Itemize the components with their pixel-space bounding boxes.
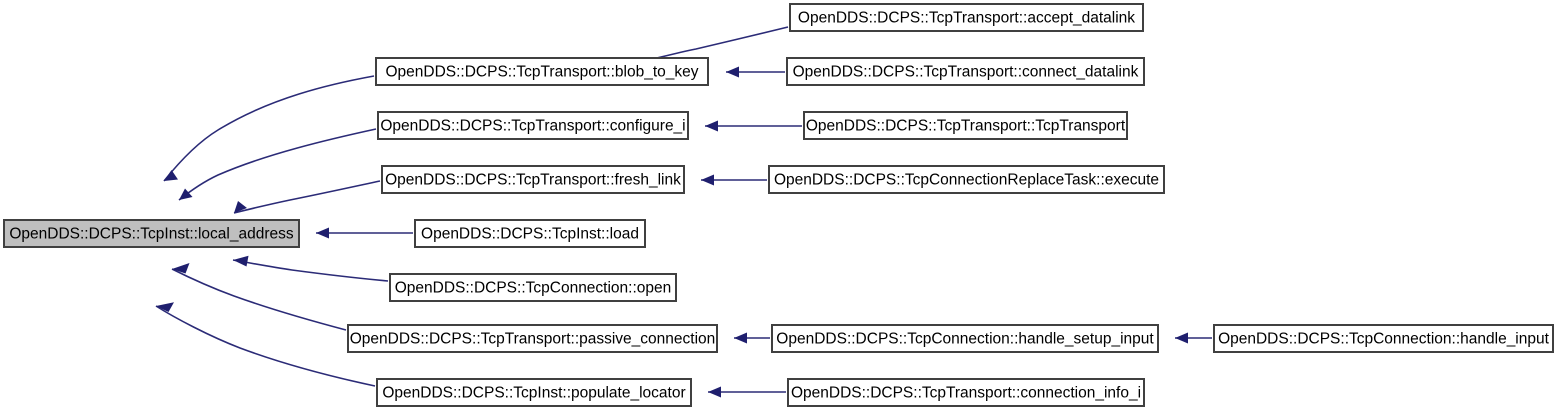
arrowhead-icon xyxy=(726,66,739,78)
call-edge xyxy=(734,332,770,344)
edge-line xyxy=(163,75,375,182)
node-box[interactable] xyxy=(375,57,709,86)
node-label: OpenDDS::DCPS::TcpTransport::connection_… xyxy=(791,385,1141,402)
arrowhead-icon xyxy=(164,170,178,181)
node-label: OpenDDS::DCPS::TcpTransport::fresh_link xyxy=(385,172,681,189)
node-box[interactable] xyxy=(389,273,677,302)
node-box[interactable] xyxy=(787,378,1145,407)
node-label: OpenDDS::DCPS::TcpInst::populate_locator xyxy=(382,385,685,402)
caller-node-open[interactable]: OpenDDS::DCPS::TcpConnection::open xyxy=(389,273,677,302)
arrowhead-icon xyxy=(179,188,193,200)
call-edge xyxy=(726,66,785,78)
arrowhead-icon xyxy=(172,263,190,274)
arrowhead-icon xyxy=(156,302,174,312)
caller-node-load[interactable]: OpenDDS::DCPS::TcpInst::load xyxy=(414,219,646,248)
arrowhead-icon xyxy=(1175,332,1188,344)
node-label: OpenDDS::DCPS::TcpTransport::blob_to_key xyxy=(385,64,698,81)
node-box[interactable] xyxy=(786,57,1145,86)
edge-line xyxy=(178,128,377,201)
caller-node-handle_input[interactable]: OpenDDS::DCPS::TcpConnection::handle_inp… xyxy=(1213,324,1554,353)
node-box[interactable] xyxy=(376,378,692,407)
call-edge xyxy=(232,255,389,282)
focus-node-local_address[interactable]: OpenDDS::DCPS::TcpInst::local_address xyxy=(3,219,300,248)
call-edge xyxy=(233,180,381,214)
call-edge xyxy=(316,227,413,239)
node-box[interactable] xyxy=(768,165,1165,194)
caller-node-blob_to_key[interactable]: OpenDDS::DCPS::TcpTransport::blob_to_key xyxy=(375,57,709,86)
caller-node-populate_locator[interactable]: OpenDDS::DCPS::TcpInst::populate_locator xyxy=(376,378,692,407)
node-box[interactable] xyxy=(377,111,689,140)
edge-layer xyxy=(155,26,1212,398)
call-edge xyxy=(705,120,802,132)
arrowhead-icon xyxy=(705,120,718,132)
node-label: OpenDDS::DCPS::TcpTransport::accept_data… xyxy=(798,10,1135,27)
node-box[interactable] xyxy=(771,324,1159,353)
node-box[interactable] xyxy=(789,3,1144,32)
edge-line xyxy=(155,305,376,387)
caller-node-connect_datalink[interactable]: OpenDDS::DCPS::TcpTransport::connect_dat… xyxy=(786,57,1145,86)
node-label: OpenDDS::DCPS::TcpConnection::handle_set… xyxy=(776,331,1154,348)
node-label: OpenDDS::DCPS::TcpConnection::open xyxy=(395,280,672,297)
call-edge xyxy=(1175,332,1212,344)
node-label: OpenDDS::DCPS::TcpInst::load xyxy=(421,226,639,243)
arrowhead-icon xyxy=(701,174,714,186)
node-box[interactable] xyxy=(3,219,300,248)
node-box[interactable] xyxy=(347,324,718,353)
arrowhead-icon xyxy=(234,201,247,213)
node-label: OpenDDS::DCPS::TcpConnection::handle_inp… xyxy=(1218,331,1550,348)
call-edge xyxy=(701,174,767,186)
node-box[interactable] xyxy=(414,219,646,248)
arrowhead-icon xyxy=(233,255,249,267)
caller-node-accept_datalink[interactable]: OpenDDS::DCPS::TcpTransport::accept_data… xyxy=(789,3,1144,32)
call-edge xyxy=(171,263,347,331)
node-box[interactable] xyxy=(1213,324,1554,353)
call-edge xyxy=(155,302,376,387)
caller-node-fresh_link[interactable]: OpenDDS::DCPS::TcpTransport::fresh_link xyxy=(381,165,685,194)
call-edge xyxy=(708,386,786,398)
edge-line xyxy=(171,268,347,331)
node-label: OpenDDS::DCPS::TcpTransport::passive_con… xyxy=(350,331,716,348)
node-label: OpenDDS::DCPS::TcpTransport::connect_dat… xyxy=(793,64,1139,81)
caller-node-TcpTransport[interactable]: OpenDDS::DCPS::TcpTransport::TcpTranspor… xyxy=(803,111,1128,140)
arrowhead-icon xyxy=(316,227,329,239)
caller-node-execute[interactable]: OpenDDS::DCPS::TcpConnectionReplaceTask:… xyxy=(768,165,1165,194)
arrowhead-icon xyxy=(708,386,721,398)
edge-line xyxy=(233,180,381,214)
node-layer: OpenDDS::DCPS::TcpInst::local_addressOpe… xyxy=(3,3,1554,407)
caller-node-connection_info_i[interactable]: OpenDDS::DCPS::TcpTransport::connection_… xyxy=(787,378,1145,407)
node-label: OpenDDS::DCPS::TcpInst::local_address xyxy=(9,226,294,243)
call-edge xyxy=(178,128,377,201)
node-label: OpenDDS::DCPS::TcpTransport::TcpTranspor… xyxy=(806,118,1126,135)
caller-node-configure_i[interactable]: OpenDDS::DCPS::TcpTransport::configure_i xyxy=(377,111,689,140)
node-label: OpenDDS::DCPS::TcpConnectionReplaceTask:… xyxy=(774,172,1159,189)
caller-node-handle_setup_input[interactable]: OpenDDS::DCPS::TcpConnection::handle_set… xyxy=(771,324,1159,353)
node-box[interactable] xyxy=(381,165,685,194)
caller-node-passive_connection[interactable]: OpenDDS::DCPS::TcpTransport::passive_con… xyxy=(347,324,718,353)
node-label: OpenDDS::DCPS::TcpTransport::configure_i xyxy=(380,118,685,135)
edge-line xyxy=(232,259,389,282)
arrowhead-icon xyxy=(734,332,747,344)
call-edge xyxy=(163,75,375,182)
node-box[interactable] xyxy=(803,111,1128,140)
